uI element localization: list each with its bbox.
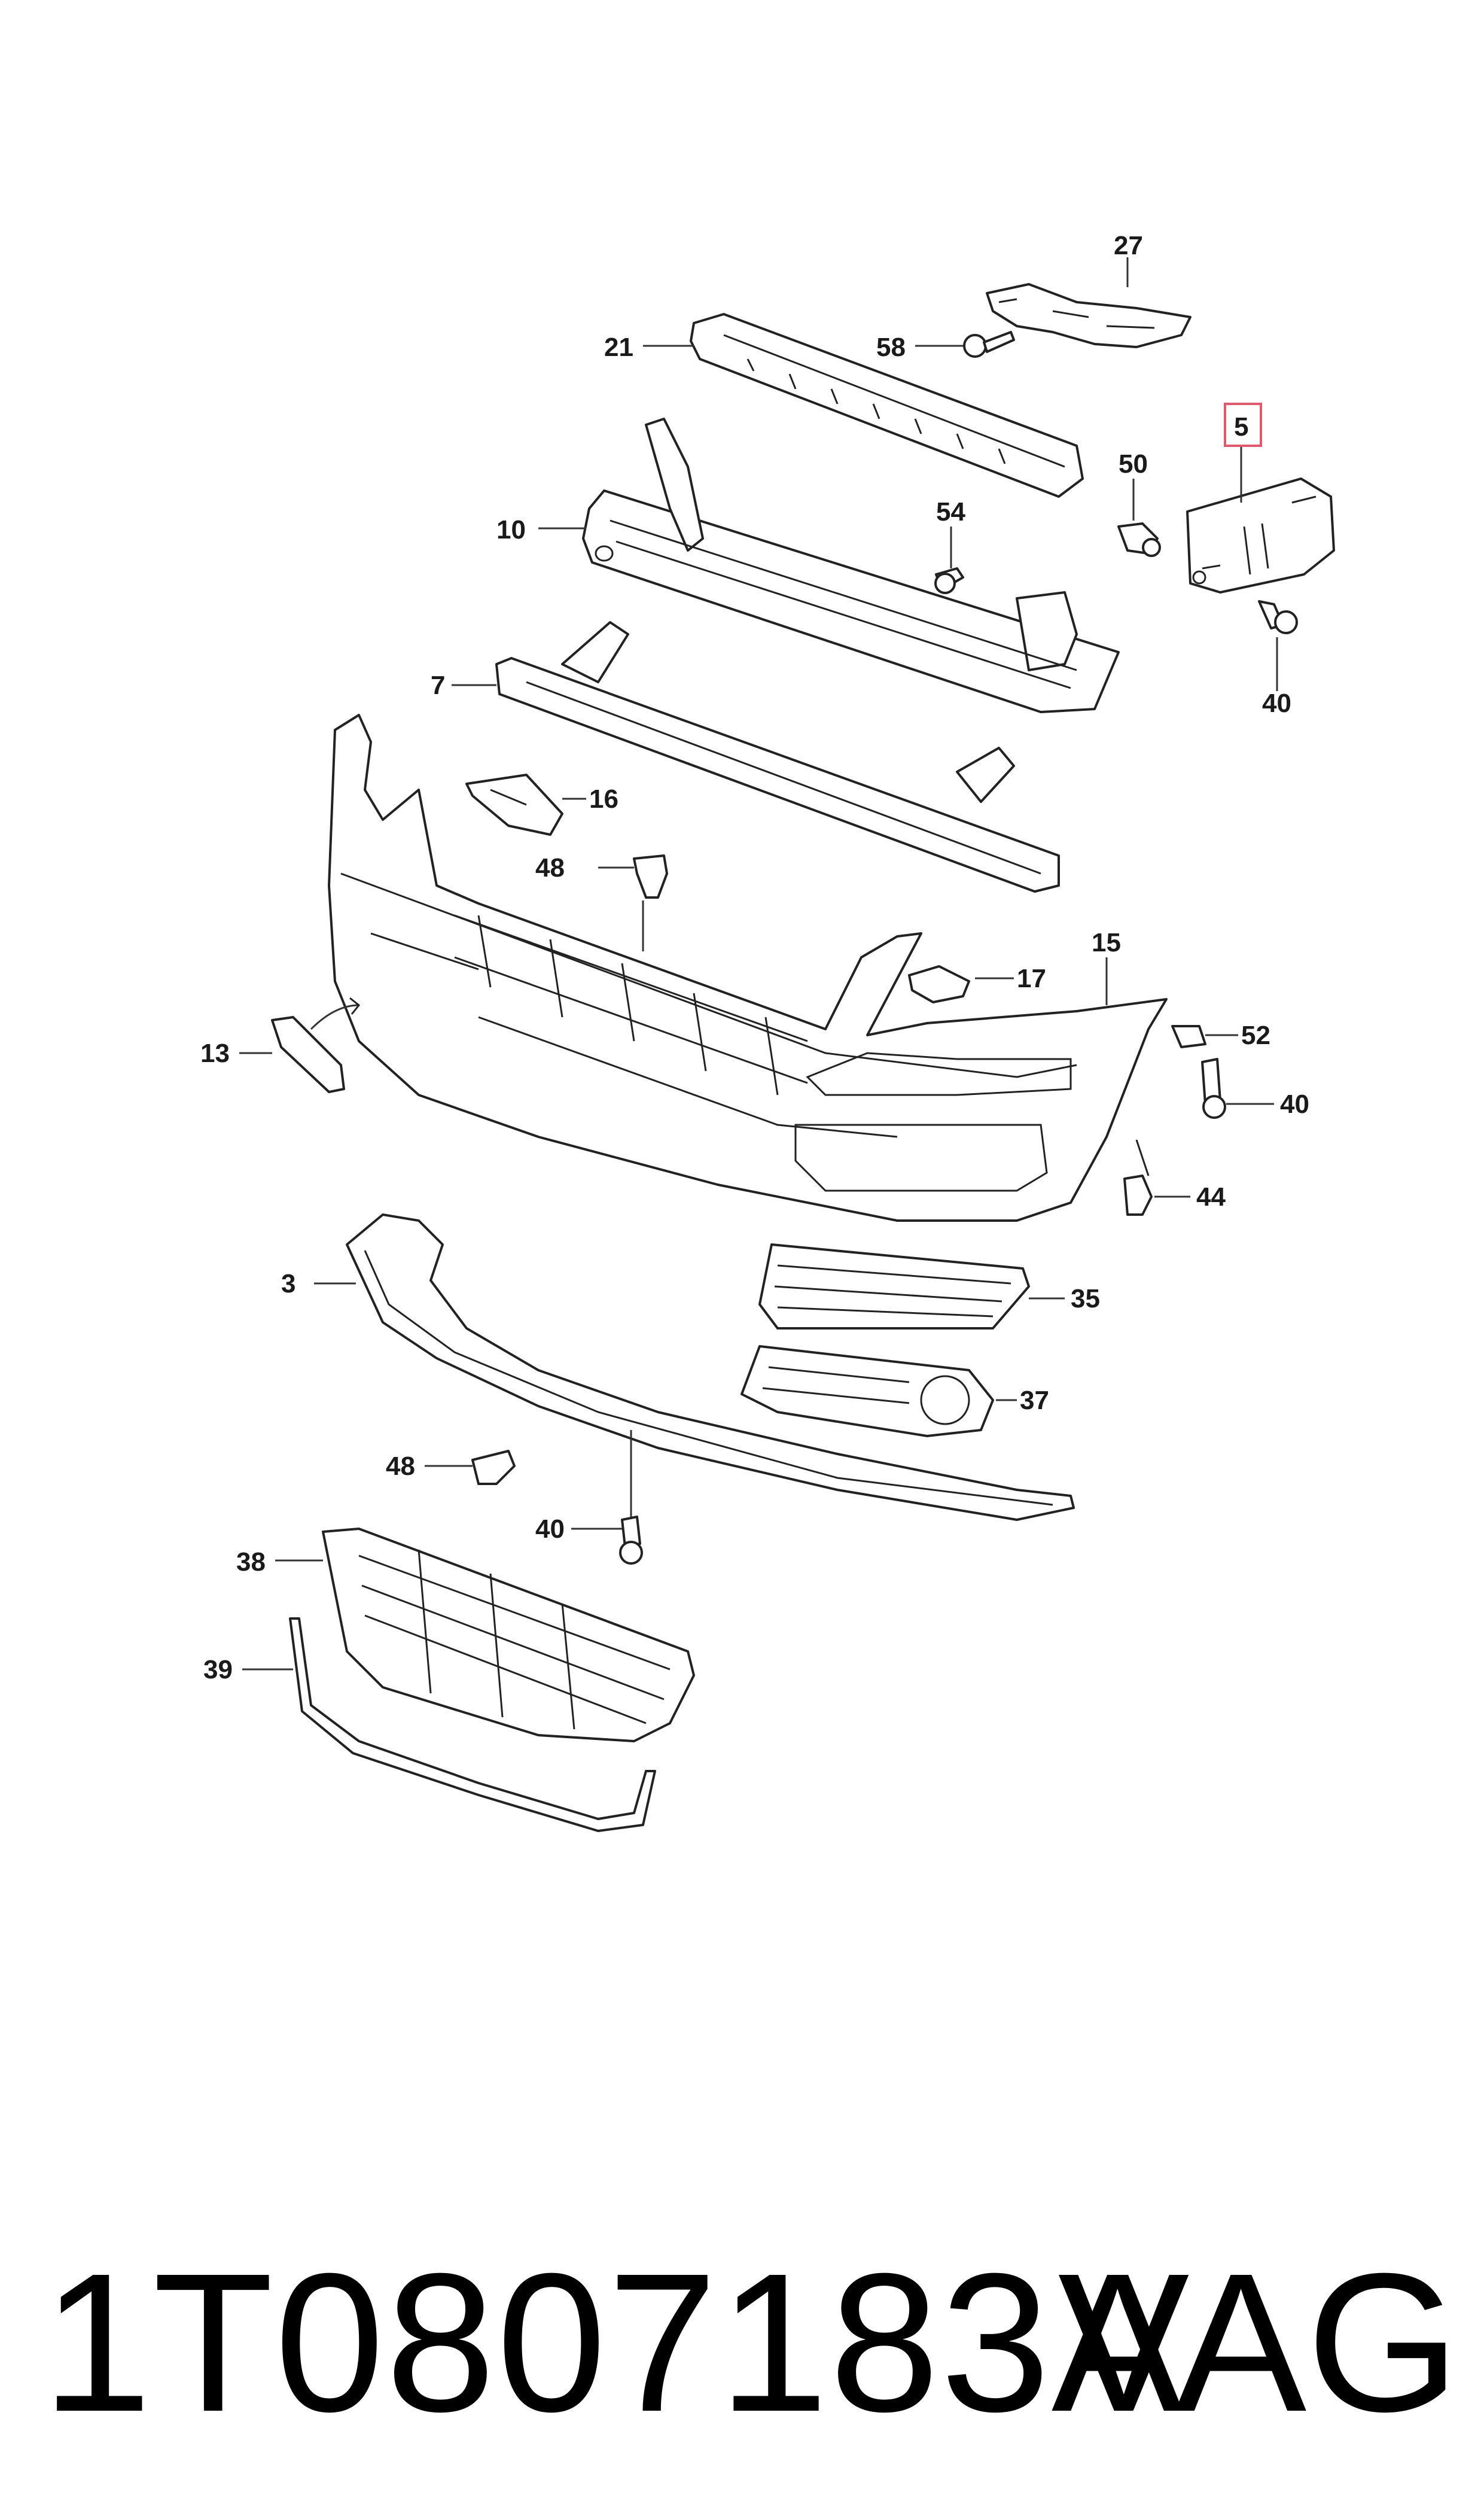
label-7: 7 bbox=[431, 671, 445, 700]
label-44: 44 bbox=[1196, 1182, 1226, 1212]
label-50: 50 bbox=[1119, 449, 1148, 479]
label-27: 27 bbox=[1114, 231, 1143, 260]
part-5-highlight-box bbox=[1224, 403, 1262, 447]
label-40-mid: 40 bbox=[1280, 1090, 1309, 1119]
label-13: 13 bbox=[200, 1039, 230, 1068]
part-number: 1T0807183A bbox=[42, 2232, 1184, 2453]
part-52-clip-nut bbox=[1171, 1025, 1206, 1048]
part-10-carrier bbox=[582, 418, 1120, 713]
callout-labels: 27 21 58 5 50 54 10 40 7 16 48 15 17 52 … bbox=[200, 231, 1309, 1684]
label-58: 58 bbox=[876, 333, 906, 362]
part-40-screw-lower bbox=[619, 1516, 643, 1565]
part-5-bracket bbox=[1186, 477, 1335, 594]
part-48-clip-lower bbox=[471, 1450, 516, 1485]
part-39-trim-strip bbox=[289, 1617, 656, 1832]
label-40-top: 40 bbox=[1262, 689, 1291, 718]
label-48-lower: 48 bbox=[386, 1452, 415, 1481]
part-27-bracket bbox=[986, 283, 1192, 348]
leader-lines bbox=[239, 257, 1278, 1671]
part-37-grille bbox=[741, 1345, 994, 1437]
label-54: 54 bbox=[936, 497, 965, 527]
part-13-trim bbox=[271, 997, 361, 1093]
exploded-parts-diagram: 27 21 58 5 50 54 10 40 7 16 48 15 17 52 … bbox=[200, 231, 1335, 1832]
part-40-screw-mid bbox=[1201, 1058, 1226, 1119]
part-44-clip bbox=[1123, 1139, 1153, 1216]
label-40-lower: 40 bbox=[535, 1514, 565, 1544]
label-38: 38 bbox=[236, 1547, 266, 1577]
part-35-grille bbox=[758, 1243, 1030, 1330]
label-5: 5 bbox=[1234, 412, 1248, 442]
brand-name: VAG bbox=[1058, 2232, 1460, 2453]
part-38-lower-grille bbox=[322, 1528, 695, 1742]
label-35: 35 bbox=[1071, 1284, 1100, 1313]
label-52: 52 bbox=[1241, 1021, 1270, 1050]
part-54-bolt bbox=[934, 567, 964, 594]
part-7-reinforcement bbox=[495, 621, 1060, 893]
label-17: 17 bbox=[1017, 964, 1046, 993]
part-48-clip-top bbox=[633, 854, 668, 899]
label-16: 16 bbox=[589, 784, 618, 814]
label-21: 21 bbox=[604, 333, 633, 362]
label-39: 39 bbox=[203, 1655, 233, 1684]
part-21-absorber bbox=[690, 313, 1084, 498]
part-15-bumper-cover bbox=[328, 714, 1168, 1222]
part-50-clip bbox=[1117, 522, 1161, 557]
part-17-cap bbox=[908, 965, 970, 1003]
label-10: 10 bbox=[496, 515, 526, 544]
label-3: 3 bbox=[281, 1269, 295, 1298]
label-15: 15 bbox=[1092, 928, 1121, 957]
part-58-bolt bbox=[963, 331, 1015, 358]
part-3-spoiler bbox=[346, 1213, 1075, 1521]
label-48-top: 48 bbox=[535, 853, 565, 883]
part-16-bracket bbox=[465, 774, 563, 836]
part-40-screw-top bbox=[1258, 600, 1298, 634]
label-37: 37 bbox=[1020, 1386, 1049, 1415]
